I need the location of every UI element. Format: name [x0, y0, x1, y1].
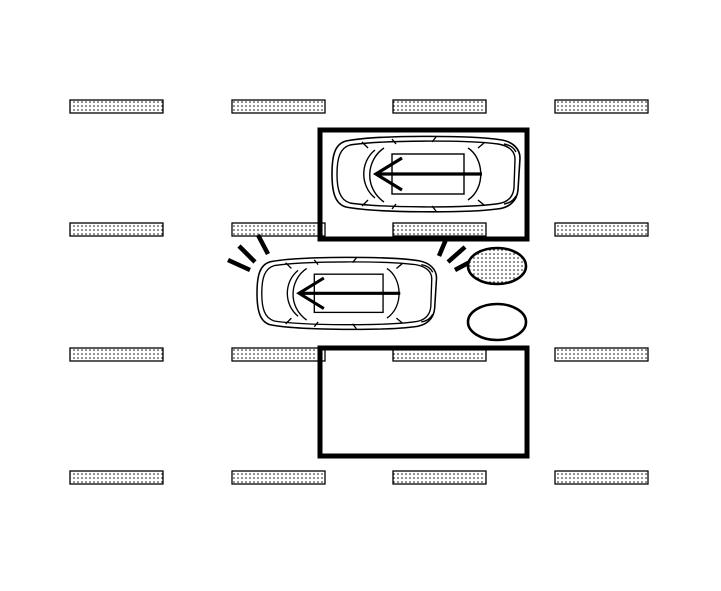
signal-line: [436, 236, 450, 257]
car-wheel-arches: [361, 141, 485, 207]
parking-marker: [69, 99, 164, 114]
parking-marker: [554, 222, 649, 237]
parking-space-upper: [317, 127, 530, 242]
signal-line: [446, 245, 467, 264]
parking-marker: [231, 222, 326, 237]
parking-marker: [69, 347, 164, 362]
indicator-upper: [466, 246, 528, 286]
signal-line: [237, 244, 257, 264]
car-inner-contour: [336, 140, 516, 208]
car-dashboard: [286, 269, 299, 317]
parking-space-lower: [317, 345, 530, 459]
signal-line: [227, 257, 251, 273]
signal-line: [256, 233, 270, 256]
parking-marker: [554, 470, 649, 485]
indicator-lower: [466, 302, 528, 342]
cars: [227, 135, 521, 331]
car-dashboard: [363, 149, 376, 199]
car-mirrors: [391, 136, 437, 212]
car-windshield: [369, 147, 385, 203]
parking-markers: [69, 99, 649, 485]
parking-marker: [392, 222, 487, 237]
parking-marker: [231, 347, 326, 362]
parking-marker: [69, 470, 164, 485]
direction-arrow-head: [372, 156, 403, 192]
direction-arrow-head: [296, 276, 325, 310]
car-mirrors: [313, 257, 357, 330]
parking-marker: [554, 347, 649, 362]
car-wheel-arches: [285, 262, 403, 325]
car-inner-contour: [261, 261, 433, 326]
car-windshield: [292, 267, 308, 321]
moving-car: [256, 256, 438, 331]
parking-marker: [231, 470, 326, 485]
parked-car: [331, 135, 521, 213]
indicators: [466, 246, 528, 342]
parking-marker: [554, 99, 649, 114]
car-headlights: [421, 263, 434, 323]
car-headlights: [503, 143, 517, 205]
parking-marker: [231, 99, 326, 114]
parking-marker: [392, 470, 487, 485]
parking-marker: [69, 222, 164, 237]
parking-marker: [392, 99, 487, 114]
parking-spaces: [317, 127, 530, 459]
